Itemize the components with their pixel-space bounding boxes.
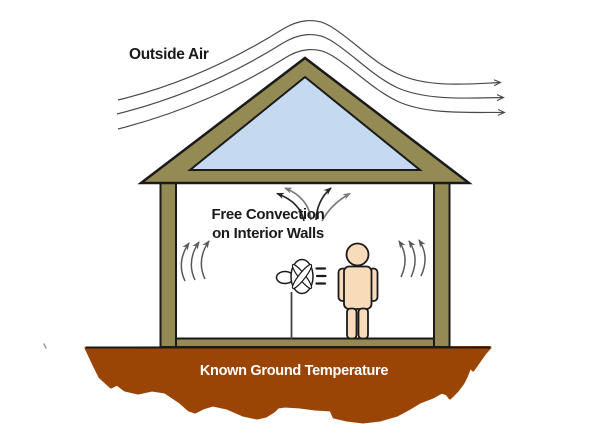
convection-arrow — [180, 242, 190, 282]
person-head — [345, 242, 370, 267]
floor-slab — [175, 337, 435, 348]
left-wall — [159, 180, 177, 348]
left-wall-convection-arrows — [180, 240, 210, 282]
fan-airflow-lines — [315, 267, 327, 285]
ground-shape — [84, 346, 492, 424]
outside-air-label: Outside Air — [129, 46, 209, 63]
attic-window — [187, 75, 423, 171]
free-convection-label: Free Convection on Interior Walls — [203, 205, 333, 243]
fan-blade — [291, 263, 313, 290]
convection-arrow — [200, 240, 210, 280]
person-torso — [343, 265, 373, 310]
ceiling-convection-arrows — [276, 187, 351, 222]
pedestal-fan-icon — [275, 258, 327, 339]
right-wall-convection-arrows — [398, 239, 426, 278]
streamline-top — [117, 20, 502, 101]
convection-arrow — [408, 240, 416, 278]
convection-arrow — [398, 240, 406, 278]
right-wall — [433, 180, 451, 348]
ceiling-arrow-right-outer — [321, 192, 351, 222]
free-convection-label-line2: on Interior Walls — [212, 225, 324, 242]
stray-mark — [43, 343, 47, 349]
free-convection-label-line1: Free Convection — [211, 206, 325, 223]
ground-temperature-label: Known Ground Temperature — [199, 363, 389, 379]
ceiling-arrow-right-inner — [315, 187, 332, 221]
person-right-leg — [357, 307, 369, 340]
ceiling-arrow-left-outer — [276, 192, 305, 222]
ceiling-arrow-left-inner — [284, 187, 312, 221]
ground-soil — [84, 346, 492, 424]
house-structure — [137, 56, 473, 348]
convection-arrow — [418, 239, 426, 277]
convection-arrow — [190, 241, 200, 281]
person-icon — [337, 242, 379, 340]
outside-air-flow-arrows — [116, 20, 506, 130]
streamline-bottom — [117, 49, 506, 130]
person-left-leg — [346, 307, 358, 340]
streamline-middle — [116, 34, 505, 115]
